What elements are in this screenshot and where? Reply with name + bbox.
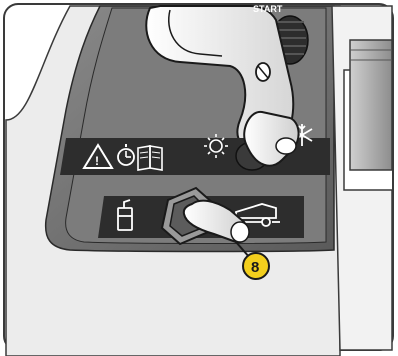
callout-label: 8 bbox=[251, 259, 259, 276]
ignition-label: START bbox=[253, 4, 283, 14]
svg-text:!: ! bbox=[95, 154, 99, 168]
